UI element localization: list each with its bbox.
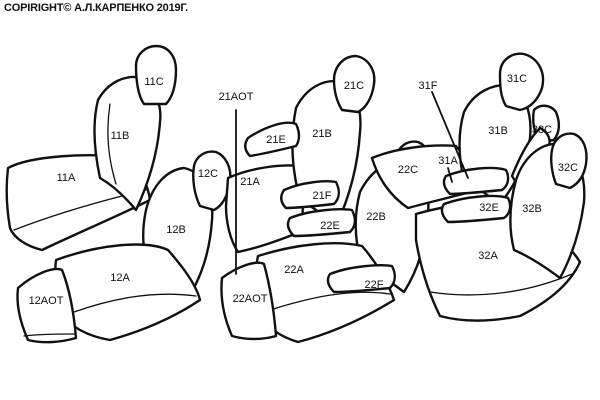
seat-21-headrest [332, 54, 376, 114]
label-22e: 22E [320, 220, 340, 232]
label-21f: 21F [313, 190, 332, 202]
label-33c: 33C [532, 124, 552, 136]
label-22c: 22C [398, 164, 418, 176]
label-21a: 21A [240, 176, 260, 188]
label-12aot: 12AOT [29, 295, 64, 307]
label-12a: 12A [110, 272, 130, 284]
leader-lines [235, 91, 469, 275]
seat-12-headrest [192, 150, 232, 212]
label-21aot: 21AOT [219, 91, 254, 103]
seat-12 [16, 150, 232, 344]
label-21b: 21B [312, 128, 332, 140]
label-12b: 12B [166, 224, 186, 236]
seat-31-headrest [498, 52, 545, 112]
seat-11-headrest [134, 44, 178, 106]
seat-11 [5, 44, 178, 252]
seat-12-aot [16, 267, 78, 344]
label-32a: 32A [478, 250, 498, 262]
seat-32-cushion-seam [429, 273, 573, 296]
seat-32-armrest-e [440, 194, 512, 224]
leader-31f [431, 91, 469, 179]
seat-22-armrest-f [326, 264, 396, 294]
label-32e: 32E [479, 202, 499, 214]
label-32c: 32C [558, 162, 578, 174]
label-21c: 21C [344, 80, 364, 92]
label-11c: 11C [144, 76, 163, 88]
seat-22-aot [220, 261, 278, 341]
seat-22 [220, 140, 432, 344]
label-31a: 31A [438, 155, 458, 167]
label-12c: 12C [198, 168, 218, 180]
labels: 11C 11B 11A 12C 12B 12A 12AOT 21AOT 21C … [29, 73, 579, 307]
seat-12-cushion-seam [73, 293, 197, 313]
seat-3x [370, 52, 588, 322]
label-31f: 31F [419, 80, 438, 92]
label-22b: 22B [366, 211, 386, 223]
label-22aot: 22AOT [233, 293, 268, 305]
seat-22-cushion-seam [269, 291, 391, 311]
seat-21-armrest-f [280, 180, 340, 210]
label-22a: 22A [284, 264, 304, 276]
label-32b: 32B [522, 203, 542, 215]
seat-31-armrest-a [442, 166, 510, 196]
label-31c: 31C [507, 73, 527, 85]
seat-11-back-seam [107, 103, 117, 185]
label-21e: 21E [266, 134, 286, 146]
seat-21-armrest-e [244, 121, 301, 158]
seat-21 [224, 54, 376, 254]
seat-32-headrest [550, 132, 588, 190]
label-11b: 11B [111, 130, 130, 142]
copyright-notice: COPIRIGHT© А.Л.КАРПЕНКО 2019Г. [4, 2, 188, 14]
seat-22-armrest-e [286, 208, 356, 238]
label-11a: 11A [57, 172, 76, 184]
label-22f: 22F [365, 279, 384, 291]
label-31b: 31B [488, 125, 508, 137]
leader-31a [447, 167, 453, 183]
seat-12-aot-front [23, 333, 75, 337]
